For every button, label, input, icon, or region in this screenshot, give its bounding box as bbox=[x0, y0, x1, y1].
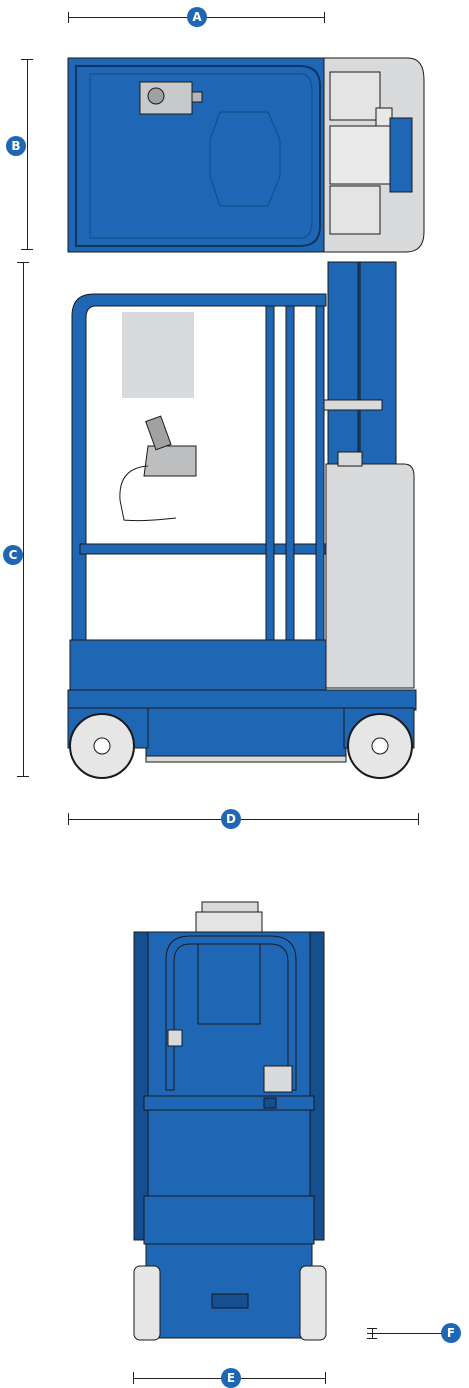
dimension-tick-b-bottom bbox=[21, 249, 33, 250]
dimension-badge-e: E bbox=[221, 1368, 241, 1388]
rear-view-platform-deck bbox=[143, 1195, 315, 1245]
dimension-tick-d-left bbox=[68, 813, 69, 825]
rear-view-tow-hitch bbox=[211, 1293, 249, 1309]
rear-view-frame-left-post bbox=[133, 931, 149, 1241]
dimension-badge-f: F bbox=[441, 1323, 461, 1343]
top-view-mast-plate-lower bbox=[329, 185, 381, 235]
rear-view-left-wheel bbox=[133, 1265, 161, 1341]
side-view-mast bbox=[327, 261, 397, 473]
dimension-tick-e-left bbox=[133, 1372, 134, 1384]
side-view-battery-cover bbox=[337, 451, 363, 467]
dimension-line-f bbox=[367, 1333, 441, 1334]
dimension-line-c bbox=[23, 262, 24, 777]
rear-view-base bbox=[145, 1243, 313, 1339]
side-view-chassis bbox=[67, 689, 417, 711]
side-view-front-hub bbox=[93, 737, 111, 755]
rear-view-right-wheel bbox=[299, 1265, 327, 1341]
dimension-badge-a: A bbox=[187, 7, 207, 27]
rear-view-control-box bbox=[167, 1029, 183, 1047]
dimension-badge-c: C bbox=[3, 545, 23, 565]
side-view-mast-bracket bbox=[317, 399, 383, 411]
side-view-chassis-lower bbox=[145, 707, 347, 757]
side-view-joystick bbox=[145, 415, 172, 451]
dimension-badge-b: B bbox=[6, 136, 26, 156]
dimension-tick-d-right bbox=[418, 813, 419, 825]
top-view-floor-notch bbox=[209, 111, 281, 207]
rear-view-emergency-switch bbox=[263, 1097, 277, 1109]
rear-view-mast-column bbox=[197, 943, 261, 1025]
dimension-tick-e-right bbox=[325, 1372, 326, 1384]
top-view-platform bbox=[67, 57, 325, 253]
side-view-control-box bbox=[143, 445, 197, 477]
dimension-tick-a-right bbox=[324, 12, 325, 23]
dimension-line-d bbox=[68, 819, 419, 820]
dimension-badge-d: D bbox=[221, 809, 241, 829]
rear-view-side-panel bbox=[263, 1065, 293, 1093]
side-view-control-cable bbox=[119, 465, 177, 522]
side-view bbox=[67, 261, 417, 779]
dimension-tick-c-bottom bbox=[17, 776, 29, 777]
dimension-tick-f-vertical bbox=[372, 1328, 373, 1339]
top-view-guard-rail bbox=[75, 65, 321, 247]
dimension-tick-c-top bbox=[17, 262, 29, 263]
top-view-center-bar bbox=[329, 125, 391, 185]
rear-view-cross-beam bbox=[143, 1095, 315, 1111]
top-view-floor-pattern bbox=[89, 73, 313, 239]
side-view-control-panel-back bbox=[122, 312, 194, 398]
dimension-line-b bbox=[27, 59, 28, 250]
side-view-rail-post-1 bbox=[265, 305, 275, 651]
rear-view bbox=[133, 901, 327, 1341]
side-view-rail-post-2 bbox=[285, 305, 295, 651]
top-view-control-connector bbox=[191, 91, 203, 103]
side-view-mid-rail bbox=[79, 543, 327, 555]
top-view-joystick bbox=[147, 87, 165, 105]
top-view bbox=[67, 57, 425, 253]
side-view-top-rail bbox=[71, 293, 327, 641]
side-view-platform-deck bbox=[69, 639, 327, 691]
side-view-rail-post-3 bbox=[315, 305, 325, 651]
side-view-base-box bbox=[325, 463, 415, 689]
top-view-blue-handle bbox=[389, 117, 413, 193]
rear-view-frame-right-post bbox=[309, 931, 325, 1241]
top-view-mast-plate-upper bbox=[329, 71, 381, 121]
dimension-tick-b-top bbox=[21, 59, 33, 60]
side-view-rear-hub bbox=[371, 737, 389, 755]
side-view-pothole-guard bbox=[145, 755, 347, 763]
dimension-tick-a-left bbox=[68, 12, 69, 23]
side-view-mast-divider bbox=[357, 261, 361, 473]
